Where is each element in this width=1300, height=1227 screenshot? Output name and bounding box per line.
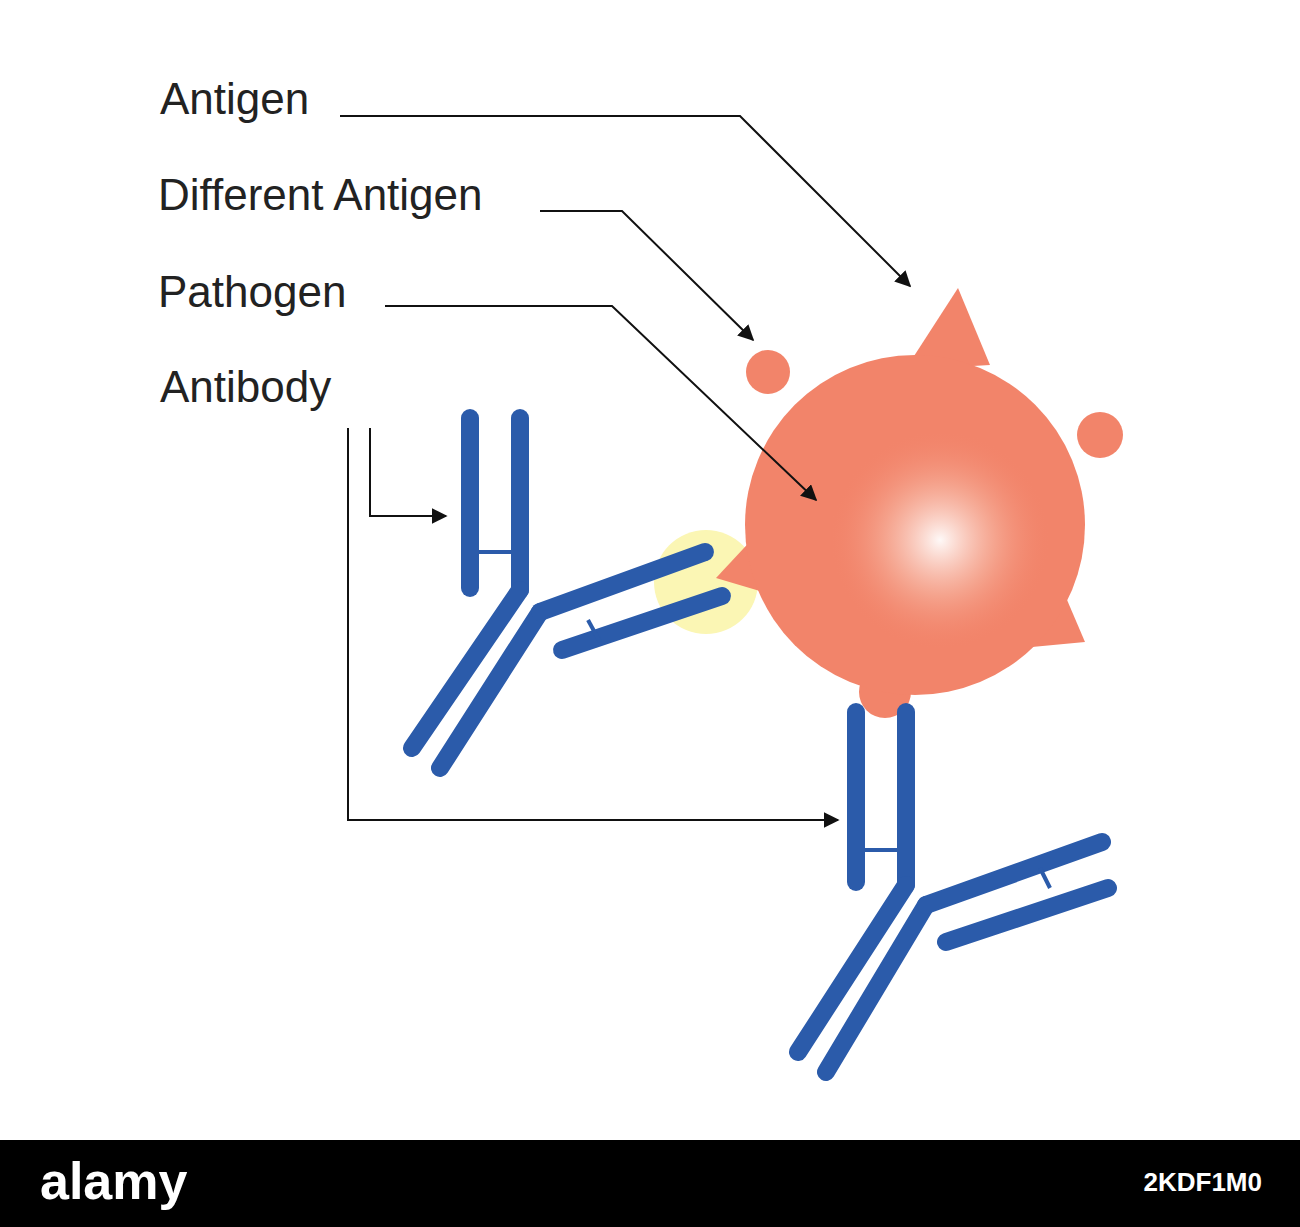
antibody-bridge [856, 850, 1050, 888]
pathogen-label: Pathogen [158, 267, 346, 318]
antibody-shape [798, 712, 1108, 1072]
antibody-label: Antibody [160, 362, 331, 413]
antibody-bridge [470, 552, 600, 642]
antigen-label: Different Antigen [158, 170, 483, 221]
watermark-logo: alamy [40, 1152, 187, 1212]
antibody-shape [412, 418, 722, 768]
antigen-label: Antigen [160, 74, 309, 125]
leader-line [348, 428, 838, 820]
leader-line [370, 428, 446, 516]
leader-line [385, 306, 816, 500]
pathogen-body [716, 288, 1123, 718]
image-id: 2KDF1M0 [1144, 1168, 1262, 1198]
watermark-bar [0, 1140, 1300, 1227]
leader-line [540, 211, 753, 340]
